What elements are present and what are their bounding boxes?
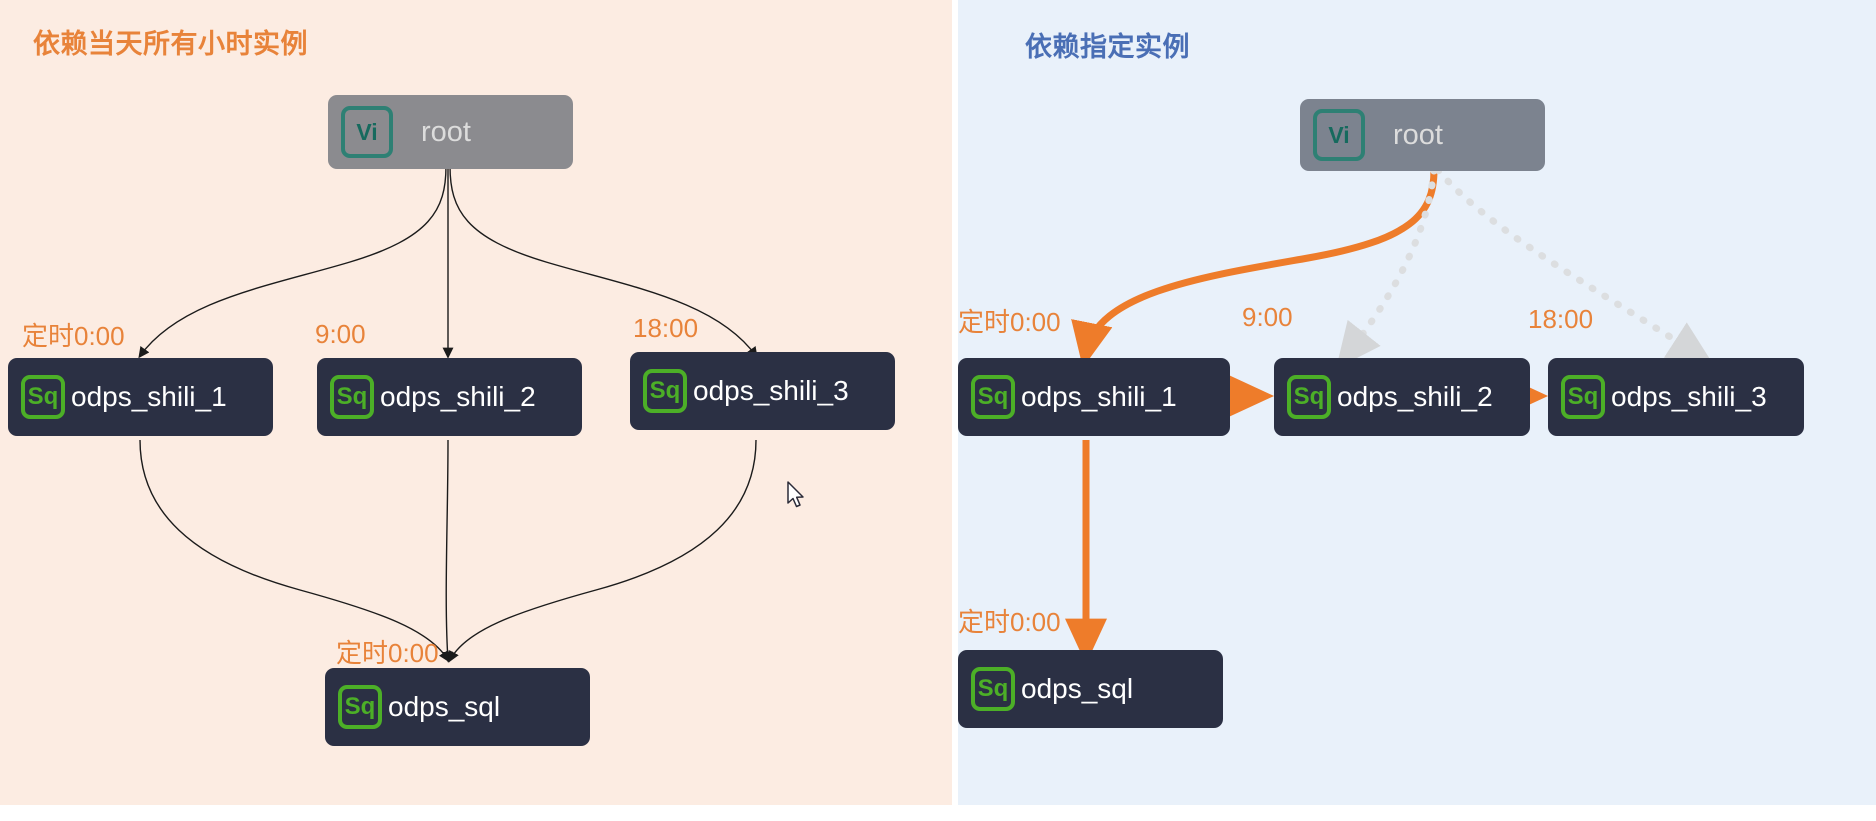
edge-root-to-shili2-inactive (1336, 166, 1438, 369)
node-task-label: odps_shili_1 (1021, 381, 1177, 412)
left-panel-title: 依赖当天所有小时实例 (33, 29, 308, 59)
edge-label-shili1: 定时0:00 (22, 321, 125, 351)
panel-specified-instance: 依赖指定实例 Vi (958, 0, 1876, 805)
edge-label-shili3: 18:00 (1528, 304, 1594, 334)
sq-badge-icon: Sq (971, 375, 1015, 419)
node-task-odps-sql-right[interactable]: Sq odps_sql (958, 650, 1223, 728)
sq-badge-icon: Sq (643, 369, 687, 413)
node-task-label: odps_sql (1021, 673, 1134, 704)
sq-badge-icon: Sq (1287, 375, 1331, 419)
edge-label-shili2: 9:00 (1242, 302, 1293, 332)
mouse-cursor-arrow-icon (787, 481, 804, 508)
node-task-label: odps_sql (388, 691, 501, 722)
node-task-label: odps_shili_3 (1611, 381, 1767, 412)
node-task-odps-shili-2-left[interactable]: Sq odps_shili_2 (317, 358, 582, 436)
edge-label-sql: 定时0:00 (336, 638, 439, 668)
vi-badge-icon: Vi (1313, 109, 1365, 161)
edge-shili3-to-sql (448, 439, 757, 663)
right-panel-title: 依赖指定实例 (1025, 32, 1190, 62)
edge-shili2-to-sql (441, 439, 453, 663)
node-task-label: odps_shili_2 (1337, 381, 1493, 412)
edge-root-to-shili3 (449, 165, 758, 359)
node-task-odps-shili-1-right[interactable]: Sq odps_shili_1 (958, 358, 1230, 436)
edge-label-shili3: 18:00 (633, 313, 699, 343)
node-task-label: odps_shili_2 (380, 381, 536, 412)
node-task-odps-sql-left[interactable]: Sq odps_sql (325, 668, 590, 746)
sq-badge-icon: Sq (1561, 375, 1605, 419)
node-root-left[interactable]: Vi root (328, 95, 573, 169)
node-task-label: odps_shili_1 (71, 381, 227, 412)
sq-badge-icon: Sq (330, 375, 374, 419)
node-root-label: root (421, 115, 471, 148)
sq-badge-icon: Sq (971, 667, 1015, 711)
edge-label-sql: 定时0:00 (958, 607, 1061, 637)
edge-label-shili2: 9:00 (315, 319, 366, 349)
node-root-right[interactable]: Vi root (1300, 99, 1545, 171)
node-task-odps-shili-2-right[interactable]: Sq odps_shili_2 (1274, 358, 1530, 436)
sq-badge-icon: Sq (338, 685, 382, 729)
node-root-label: root (1393, 118, 1443, 151)
edge-root-to-shili1 (138, 165, 447, 359)
node-task-odps-shili-3-right[interactable]: Sq odps_shili_3 (1548, 358, 1804, 436)
node-task-odps-shili-1-left[interactable]: Sq odps_shili_1 (8, 358, 273, 436)
edge-label-shili1: 定时0:00 (958, 307, 1061, 337)
vi-badge-icon: Vi (341, 106, 393, 158)
panel-all-hourly-instances: 依赖当天所有小时实例 Vi root 定时0 (0, 0, 952, 805)
node-task-odps-shili-3-left[interactable]: Sq odps_shili_3 (630, 352, 895, 430)
sq-badge-icon: Sq (21, 375, 65, 419)
node-task-label: odps_shili_3 (693, 375, 849, 406)
edge-shili1-to-sql (139, 439, 450, 663)
